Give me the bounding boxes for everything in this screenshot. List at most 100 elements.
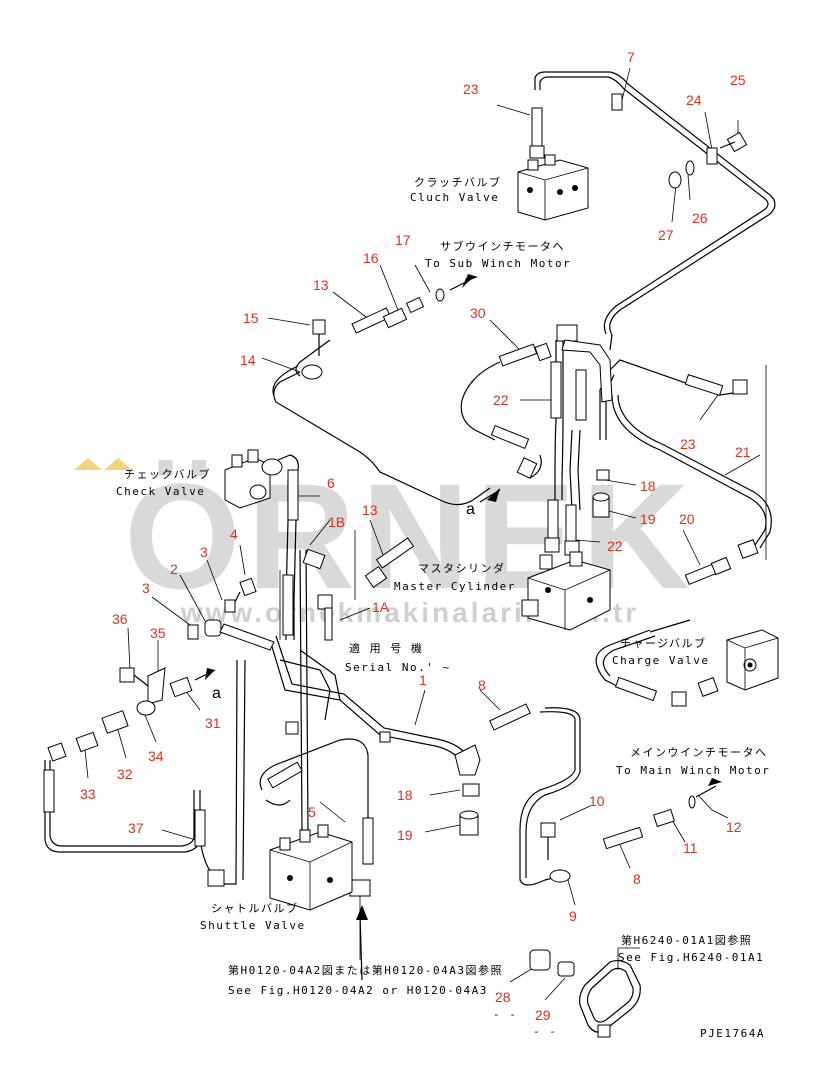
master-cylinder xyxy=(521,551,611,631)
callout-25: 25 xyxy=(730,72,746,88)
callout-27: 27 xyxy=(658,227,674,243)
callout-26: 26 xyxy=(692,210,708,226)
nut-28 xyxy=(529,949,551,971)
main-winch-label-en: To Main Winch Motor xyxy=(616,764,770,777)
pipe-2 xyxy=(219,623,275,651)
callout-19a: 19 xyxy=(640,511,656,527)
text-labels: クラッチバルブ Cluch Valve サブウインチモータへ To Sub Wi… xyxy=(116,175,770,1040)
fitting-37-low xyxy=(207,869,225,887)
callout-13a: 13 xyxy=(313,277,329,293)
callout-18a: 18 xyxy=(640,478,656,494)
arrow-a-icon xyxy=(205,668,215,680)
dash-mark-2: - - xyxy=(533,1025,557,1038)
washer-26 xyxy=(685,160,695,176)
elbow-pipe xyxy=(561,339,613,403)
callout-8b: 8 xyxy=(633,871,641,887)
callout-29: 29 xyxy=(535,1007,551,1023)
charge-valve xyxy=(726,629,779,691)
callout-31: 31 xyxy=(205,715,221,731)
elbow-top xyxy=(556,324,578,342)
hose-1B xyxy=(282,574,294,636)
callout-9: 9 xyxy=(569,908,577,924)
callout-2: 2 xyxy=(170,561,178,577)
sub-winch-label-jp: サブウインチモータへ xyxy=(440,239,565,253)
fitting-21 xyxy=(737,539,759,559)
callout-24: 24 xyxy=(686,92,702,108)
clutch-valve xyxy=(517,154,589,221)
elbow-5 xyxy=(349,879,371,897)
callout-37: 37 xyxy=(128,820,144,836)
shuttle-valve xyxy=(269,824,353,911)
oring-17 xyxy=(435,288,445,302)
callout-1: 1 xyxy=(419,672,427,688)
fitting-16 xyxy=(382,307,408,329)
fitting-13-mid xyxy=(364,565,388,589)
clutch-valve-label-jp: クラッチバルブ xyxy=(414,175,502,189)
bolt-15-head xyxy=(312,319,326,335)
reference-1-en: See Fig.H0120-04A2 or H0120-04A3 xyxy=(228,984,488,997)
callout-5: 5 xyxy=(308,804,316,820)
fitting-22a xyxy=(544,537,560,553)
clamp-7 xyxy=(611,93,623,111)
tee-8 xyxy=(454,744,481,776)
callout-23a: 23 xyxy=(463,81,479,97)
shuttle-valve-label-en: Shuttle Valve xyxy=(200,919,306,932)
hose-6 xyxy=(287,469,299,521)
callout-17: 17 xyxy=(395,232,411,248)
nut-32 xyxy=(101,710,129,734)
check-valve-label-jp: チェックバルブ xyxy=(124,467,211,481)
clamp-3b xyxy=(187,624,199,640)
valve-bodies xyxy=(224,154,779,1038)
arrow-main-winch-icon xyxy=(708,778,722,786)
callout-7: 7 xyxy=(627,49,635,65)
hose-22-right xyxy=(575,369,587,421)
hose-30b xyxy=(490,424,530,450)
arrow-label-a1: a xyxy=(212,685,221,702)
callout-23b: 23 xyxy=(680,436,696,452)
check-valve xyxy=(224,449,283,509)
hose-23-right xyxy=(684,374,724,396)
callout-22a: 22 xyxy=(493,392,509,408)
fitting-6 xyxy=(302,548,326,570)
hose-charge xyxy=(614,676,658,702)
charge-valve-label-jp: チャージバルブ xyxy=(620,636,707,650)
hose-37-right xyxy=(194,809,206,847)
arrow-ref-icon xyxy=(356,905,368,920)
clutch-valve-label-en: Cluch Valve xyxy=(410,191,499,204)
tee-1A xyxy=(317,594,333,610)
fitting-30 xyxy=(534,342,552,362)
bolt-36-head xyxy=(119,667,135,683)
callout-35: 35 xyxy=(150,625,166,641)
callout-8a: 8 xyxy=(478,677,486,693)
hose-5-left xyxy=(267,761,303,789)
hose-22-lower xyxy=(565,504,577,542)
hose-23-top xyxy=(531,107,543,147)
fitting-charge xyxy=(697,677,719,697)
hose-22-left xyxy=(550,361,562,419)
main-winch-label-jp: メインウインチモータへ xyxy=(630,746,768,759)
callout-4: 4 xyxy=(230,526,238,542)
hose-13-mid xyxy=(375,537,415,569)
master-cylinder-label-jp: マスタシリンダ xyxy=(418,561,506,575)
callout-10: 10 xyxy=(589,793,605,809)
hose-5 xyxy=(362,817,374,865)
callout-36: 36 xyxy=(112,611,128,627)
hose-13-top xyxy=(351,307,392,334)
bolt-25 xyxy=(726,131,748,153)
nut-27 xyxy=(668,171,682,189)
drawing-code: PJE1764A xyxy=(700,1027,765,1040)
callout-1A: 1A xyxy=(372,599,390,615)
callout-11: 11 xyxy=(683,840,698,856)
reference-2-en: See Fig.H6240-01A1 xyxy=(618,951,764,964)
reference-1-jp: 第H0120-04A2図または第H0120-04A3図参照 xyxy=(228,963,503,977)
fitting-charge-b xyxy=(671,691,687,707)
loop-bracket xyxy=(578,959,641,1038)
hose-8-lower xyxy=(602,826,644,850)
clamp-14 xyxy=(301,364,323,380)
hose-30 xyxy=(498,343,538,367)
callout-15: 15 xyxy=(243,310,259,326)
callout-22b: 22 xyxy=(607,538,623,554)
fitting-33 xyxy=(75,731,99,753)
